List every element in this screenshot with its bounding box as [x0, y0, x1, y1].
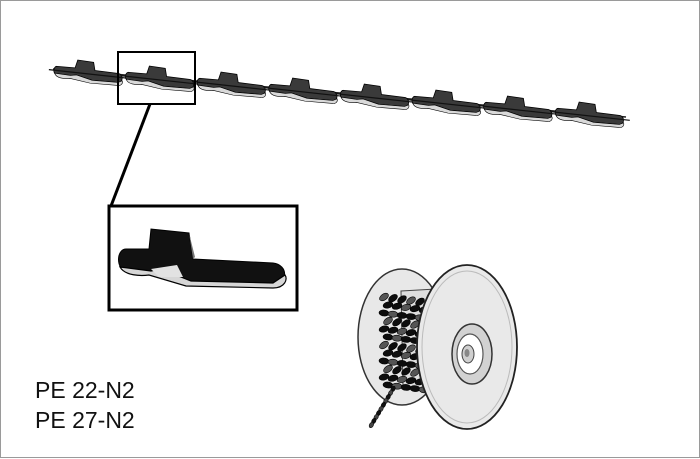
coil-link	[409, 305, 421, 313]
coil-link	[387, 310, 399, 318]
coil-link	[392, 366, 402, 375]
chain-link	[120, 65, 201, 92]
coil-link	[382, 333, 394, 341]
coil-link	[400, 384, 412, 391]
zoom-selection-box	[117, 51, 196, 105]
coil-link	[401, 367, 411, 376]
chain-link	[550, 101, 630, 128]
coil-link	[387, 358, 399, 366]
coil-link	[405, 377, 417, 385]
tail-link	[368, 421, 374, 429]
coil-link	[396, 327, 408, 335]
coil-link	[382, 349, 394, 357]
coil-link	[397, 343, 407, 352]
coil-link	[392, 318, 402, 327]
model-labels: PE 22-N2 PE 27-N2	[35, 375, 135, 435]
chain-spool-icon	[357, 264, 518, 430]
coil-link	[378, 357, 390, 365]
saw-chain-icon	[48, 59, 630, 128]
model-label-1: PE 22-N2	[35, 377, 135, 403]
coil-link	[379, 292, 389, 302]
coil-link	[401, 319, 411, 328]
coil-link	[406, 344, 416, 353]
coil-link	[391, 334, 403, 342]
coil-link	[405, 361, 417, 368]
chain-tail	[368, 385, 396, 429]
zoom-connector-line	[109, 103, 152, 207]
coil-link	[387, 326, 399, 334]
coil-link	[388, 294, 398, 303]
chain-link	[478, 95, 559, 122]
chain-link	[263, 77, 344, 104]
chain-link	[406, 89, 487, 116]
coil-link	[391, 302, 403, 310]
chain-link	[335, 83, 415, 110]
model-label-2: PE 27-N2	[35, 407, 135, 433]
coil-link	[391, 350, 403, 358]
coil-link	[415, 297, 425, 306]
chain-link	[192, 71, 272, 98]
coil-link	[378, 373, 390, 381]
coil-link	[400, 303, 412, 311]
coil-link	[400, 351, 412, 359]
coil-link	[379, 340, 389, 350]
zoomed-link-icon	[107, 204, 299, 312]
coil-link	[382, 301, 394, 309]
coil-link	[405, 313, 417, 320]
coil-link	[378, 309, 390, 317]
coil-link	[383, 364, 393, 374]
coil-link	[388, 342, 398, 351]
coil-link	[396, 375, 408, 383]
coil-link	[378, 325, 390, 333]
coil-link	[400, 336, 412, 343]
coil-link	[383, 316, 393, 326]
coil-link	[396, 360, 408, 367]
coil-link	[405, 329, 417, 337]
coil-link	[406, 296, 416, 305]
coil-link	[387, 374, 399, 382]
coil-link	[397, 295, 407, 304]
coil-link	[409, 385, 421, 392]
coil-link	[396, 312, 408, 319]
